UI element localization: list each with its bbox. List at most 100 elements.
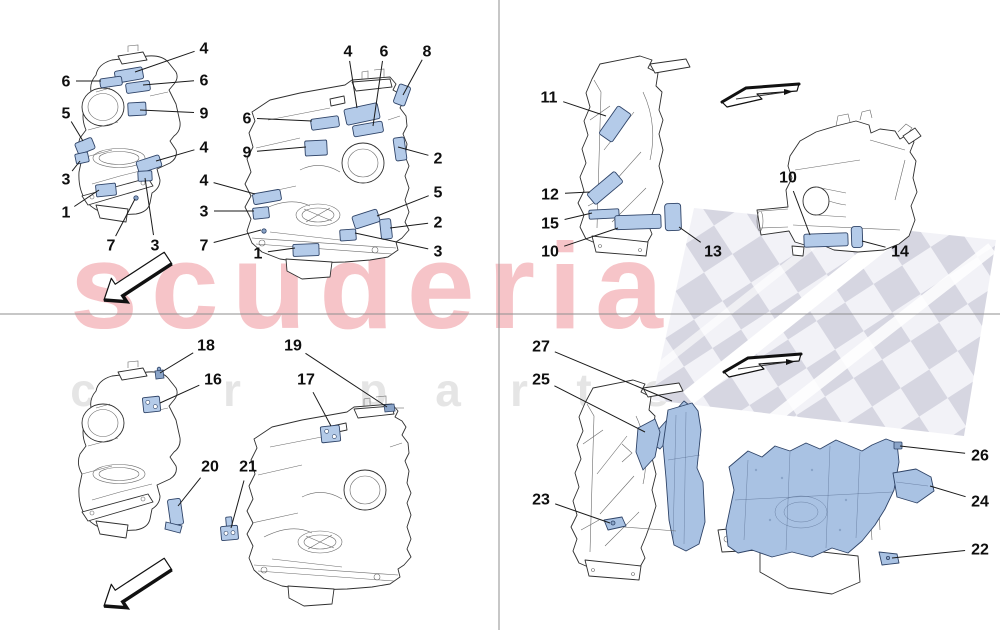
mounting-pad	[99, 75, 123, 89]
mounting-pad	[339, 228, 357, 242]
callout-number-3: 3	[434, 244, 443, 261]
mounting-pad	[220, 524, 239, 541]
callout-number-3: 3	[62, 172, 71, 189]
callout-leader-line	[177, 477, 201, 507]
callout-leader-line	[861, 240, 886, 248]
mounting-pad	[803, 232, 849, 248]
callout-number-3: 3	[151, 238, 160, 255]
callout-number-24: 24	[971, 494, 989, 511]
callout-number-10: 10	[779, 170, 797, 187]
diagram-shape	[635, 418, 661, 471]
callout-leader-line	[139, 109, 195, 113]
diagram-shape	[77, 360, 181, 539]
callout-number-5: 5	[62, 106, 71, 123]
callout-number-12: 12	[541, 187, 559, 204]
diagram-shape	[142, 395, 162, 414]
diagram-shape	[893, 441, 903, 450]
diagram-shape	[754, 468, 758, 472]
callout-leader-line	[144, 177, 154, 236]
callout-leader-line	[213, 182, 256, 195]
diagram-shape	[756, 120, 918, 253]
mounting-pad	[379, 218, 393, 240]
watermark-letter: r	[223, 364, 241, 416]
diagram-shape	[223, 530, 229, 536]
callout-number-20: 20	[201, 459, 219, 476]
diagram-shape	[759, 208, 789, 229]
callout-number-4: 4	[200, 140, 209, 157]
diagram-shape	[844, 498, 848, 502]
callout-number-16: 16	[204, 372, 222, 389]
diagram-shape	[783, 501, 819, 523]
callout-leader-line	[256, 118, 313, 122]
diagram-shape	[734, 445, 894, 551]
callout-number-4: 4	[200, 41, 209, 58]
callout-leader-line	[71, 160, 81, 172]
left-tank-heat-shields	[603, 400, 706, 552]
mounting-pad	[850, 225, 864, 249]
diagram-shape	[752, 243, 996, 437]
diagram-shape	[838, 528, 842, 532]
diagram-shape	[902, 127, 922, 145]
callout-number-23: 23	[532, 492, 550, 509]
diagram-shape	[768, 518, 772, 522]
checkered-flag-pattern	[649, 204, 996, 437]
callout-leader-line	[134, 50, 195, 73]
mounting-pad	[599, 105, 631, 143]
mounting-pad	[614, 213, 662, 231]
mounting-pads-side-tanks	[587, 105, 864, 249]
right-tank-heat-shield-assembly	[717, 438, 935, 595]
mounting-pad	[127, 101, 147, 117]
callout-number-13: 13	[704, 244, 722, 261]
callout-number-10: 10	[541, 244, 559, 261]
mounting-pad	[587, 171, 623, 205]
callout-number-9: 9	[200, 106, 209, 123]
callout-number-14: 14	[891, 244, 909, 261]
diagram-shape	[725, 438, 900, 558]
diagram-shape	[152, 404, 158, 409]
diagram-shape	[774, 495, 828, 529]
callout-number-1: 1	[254, 246, 263, 263]
diagram-shape	[791, 245, 805, 257]
mounting-pad	[135, 154, 163, 174]
callout-leader-line	[70, 121, 84, 142]
mounting-pad	[74, 151, 90, 165]
mounting-pad	[95, 182, 117, 198]
callout-number-7: 7	[107, 238, 116, 255]
callout-number-18: 18	[197, 338, 215, 355]
callout-leader-line	[230, 480, 245, 529]
diagram-shape	[261, 228, 267, 234]
callout-number-5: 5	[434, 185, 443, 202]
callout-leader-line	[142, 80, 195, 86]
callout-leader-line	[678, 226, 701, 243]
callout-number-17: 17	[297, 372, 315, 389]
mounting-pad	[319, 424, 342, 444]
diagram-shape	[780, 476, 784, 480]
callout-leader-line	[554, 351, 673, 402]
watermark-letter: a	[435, 364, 461, 416]
callout-number-6: 6	[200, 73, 209, 90]
mounting-pad	[292, 243, 320, 257]
mounting-pad	[393, 83, 411, 107]
callout-number-2: 2	[434, 215, 443, 232]
diagram-shape	[621, 443, 677, 532]
callout-number-15: 15	[541, 216, 559, 233]
callout-leader-line	[555, 503, 611, 524]
callout-leader-line	[74, 189, 100, 207]
mounting-pads-right-tank	[252, 83, 411, 257]
callout-number-2: 2	[434, 151, 443, 168]
mounting-pad	[664, 202, 682, 232]
diagram-shape	[145, 400, 151, 405]
callout-leader-line	[213, 229, 262, 243]
diagram-shape	[156, 366, 162, 372]
diagram-shape	[652, 208, 996, 436]
callout-leader-line	[372, 60, 383, 127]
diagram-shape	[319, 424, 342, 444]
callout-leader-line	[305, 352, 388, 408]
callout-number-6: 6	[380, 44, 389, 61]
callout-number-4: 4	[200, 173, 209, 190]
